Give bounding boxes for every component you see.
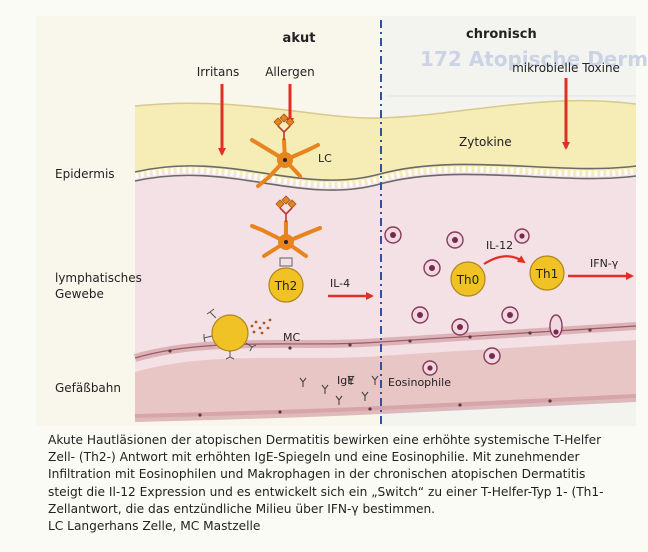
allergen-label: Allergen bbox=[265, 65, 315, 79]
th0-label: Th0 bbox=[456, 273, 480, 287]
il4-label: IL-4 bbox=[330, 277, 350, 290]
caption-line: Zellantwort, die das entzündliche Milieu… bbox=[48, 501, 648, 518]
caption-line: Akute Hautläsionen der atopischen Dermat… bbox=[48, 432, 648, 449]
caption-line: Infiltration mit Eosinophilen und Makrop… bbox=[48, 466, 648, 483]
immunology-diagram: 172 Atopische Derm akut chronisch bbox=[0, 0, 648, 430]
caption-line: steigt die Il-12 Expression und es entwi… bbox=[48, 484, 648, 501]
mc-label: MC bbox=[283, 331, 300, 344]
irritant-label: Irritans bbox=[197, 65, 239, 79]
microbial-toxins-label: mikrobielle Toxine bbox=[512, 61, 620, 75]
eosinophils-label: Eosinophile bbox=[388, 376, 451, 389]
figure-caption: Akute Hautläsionen der atopischen Dermat… bbox=[48, 432, 648, 535]
il12-label: IL-12 bbox=[486, 239, 513, 252]
lymphatic-label-line2: Gewebe bbox=[55, 287, 104, 301]
epidermis-label: Epidermis bbox=[55, 167, 115, 181]
caption-line: Zell- (Th2-) Antwort mit erhöhten IgE-Sp… bbox=[48, 449, 648, 466]
lymphatic-label-line1: lymphatisches bbox=[55, 271, 142, 285]
header-chronic: chronisch bbox=[466, 27, 537, 42]
header-acute: akut bbox=[283, 31, 316, 46]
th2-label: Th2 bbox=[274, 279, 298, 293]
th1-label: Th1 bbox=[535, 267, 559, 281]
vessel-label: Gefäßbahn bbox=[55, 381, 121, 395]
ifn-gamma-label: IFN-γ bbox=[590, 257, 619, 270]
transmigrating-cell bbox=[550, 315, 562, 337]
ige-label: IgE bbox=[337, 374, 354, 387]
cytokines-label: Zytokine bbox=[459, 135, 512, 149]
lc-label: LC bbox=[318, 152, 332, 165]
caption-abbreviations: LC Langerhans Zelle, MC Mastzelle bbox=[48, 518, 648, 535]
